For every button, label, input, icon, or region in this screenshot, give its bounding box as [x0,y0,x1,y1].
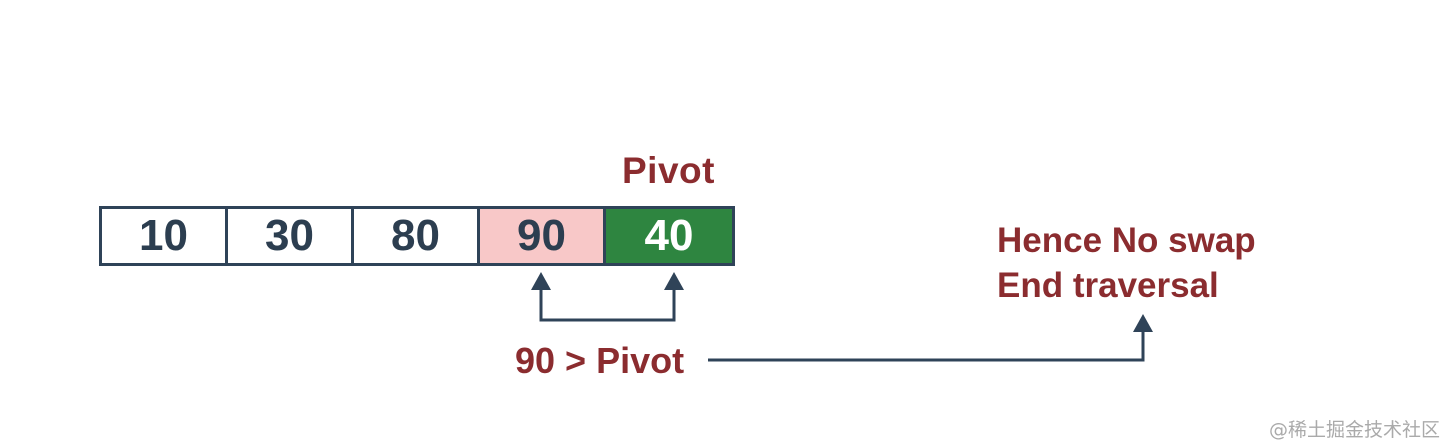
array-cell-1: 30 [228,209,354,263]
arrow-up-head-result [1133,314,1153,332]
result-line-2: End traversal [997,266,1219,305]
array: 10 30 80 90 40 [99,206,735,266]
comparison-label: 90 > Pivot [515,340,685,381]
result-line-1: Hence No swap [997,221,1256,260]
arrow-up-head-pivot [664,272,684,290]
pivot-label: Pivot [622,150,715,191]
watermark: @稀土掘金技术社区 [1268,419,1440,441]
array-cell-compared: 90 [480,209,606,263]
result-text: Hence No swap End traversal [997,218,1256,308]
result-connector-line [708,330,1145,362]
array-cell-pivot: 40 [606,209,732,263]
array-cell-0: 10 [102,209,228,263]
arrow-up-head-compared [531,272,551,290]
comparison-bracket-line [539,288,676,322]
array-cell-2: 80 [354,209,480,263]
